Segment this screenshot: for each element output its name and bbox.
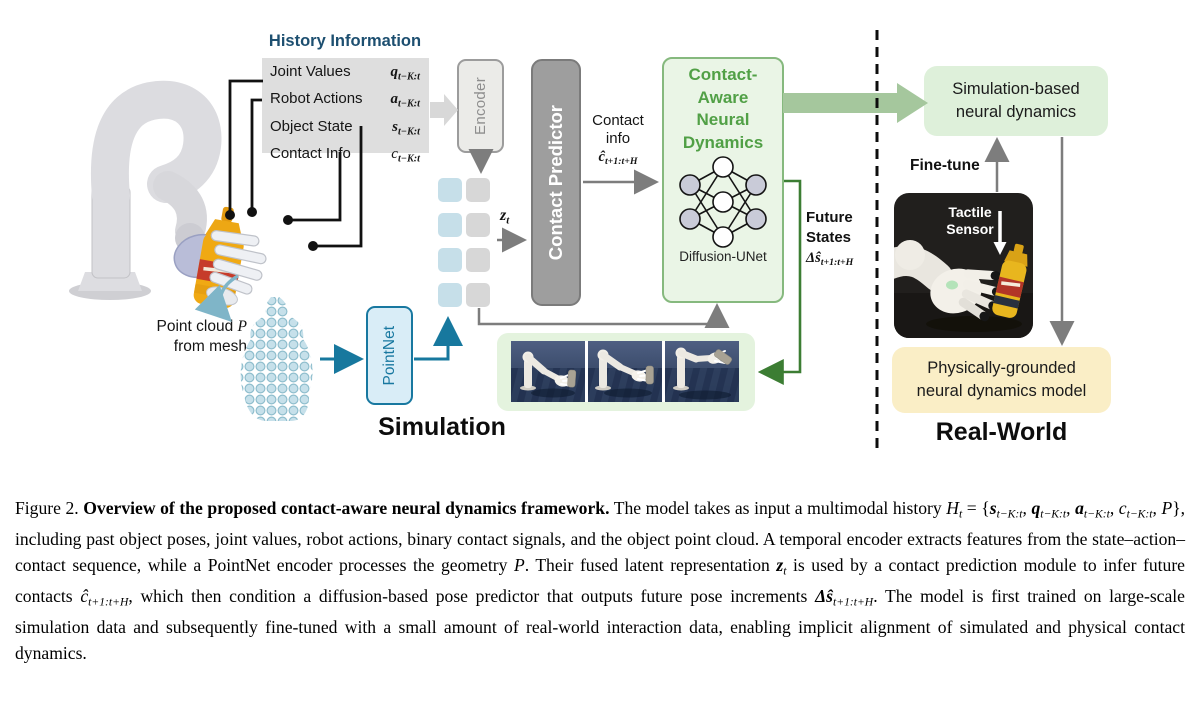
latent-token-gray <box>466 213 490 237</box>
sim-based-line1: Simulation-based <box>952 80 1080 98</box>
contact-predictor-label: Contact Predictor <box>545 104 566 261</box>
real-mustard-bottle <box>992 243 1028 318</box>
tactile-glow <box>946 280 958 290</box>
real-robot-photo: Tactile Sensor <box>894 193 1033 338</box>
sim-frame-2 <box>588 341 662 402</box>
history-row-label: Contact Info <box>270 144 351 162</box>
contact-info-math: ĉt+1:t+H <box>598 149 638 168</box>
latent-to-unet-arrow <box>477 303 730 328</box>
history-row-label: Joint Values <box>270 63 351 80</box>
sim-frame-1 <box>511 341 585 402</box>
future-states-line1: Future <box>806 209 853 226</box>
point-cloud-image <box>233 295 321 425</box>
robot-grasp-render <box>18 46 284 318</box>
cand-title-line: Neural <box>696 110 750 129</box>
history-information-title: History Information <box>268 32 422 50</box>
figure-caption: Figure 2. Overview of the proposed conta… <box>15 498 1186 663</box>
cand-title-line: Contact- <box>688 65 758 84</box>
encoder-label: Encoder <box>472 77 489 135</box>
neural-network-icon <box>679 156 767 248</box>
latent-token-gray <box>466 248 490 272</box>
simulation-frames <box>511 341 739 402</box>
fine-tune-label: Fine-tune <box>910 157 980 174</box>
robot-render-graphic <box>69 80 267 309</box>
future-states-line2: States <box>806 229 852 246</box>
real-robot-photo-graphic: Tactile Sensor <box>894 193 1033 338</box>
latent-token-blue <box>438 248 462 272</box>
latent-token-blue <box>438 213 462 237</box>
contact-info-line1: Contact <box>592 112 644 129</box>
dynamics-to-simbased-arrow <box>783 83 928 123</box>
future-states-math: Δŝt+1:t+H <box>806 250 854 269</box>
cand-title-line: Aware <box>697 87 749 107</box>
tactile-sensor-label-line2: Sensor <box>946 221 994 237</box>
cand-title-line: Dynamics <box>682 132 764 152</box>
pointnet-to-latent-arrow <box>414 316 463 361</box>
sim-based-line2: neural dynamics <box>955 103 1077 121</box>
history-row-contact-info: Contact Info ct−K:t <box>270 143 420 170</box>
latent-token-gray <box>466 283 490 307</box>
tactile-sensor-label-line1: Tactile <box>948 204 992 220</box>
history-to-encoder-arrow <box>430 94 458 126</box>
history-row-math: at−K:t <box>390 91 420 110</box>
history-row-label: Robot Actions <box>270 90 363 108</box>
future-states-label: Future States Δŝt+1:t+H <box>806 208 904 273</box>
contact-aware-neural-dynamics-box: Contact- Aware Neural Dynamics Diffusion… <box>662 57 784 303</box>
point-cloud-label-line1: Point cloud P <box>156 318 247 335</box>
latent-token-blue <box>438 283 462 307</box>
contact-info-label: Contact info ĉt+1:t+H <box>582 112 654 171</box>
sim-frame-3 <box>665 341 739 402</box>
history-information-box: Joint Values qt−K:t Robot Actions at−K:t… <box>262 58 429 164</box>
simulation-frames-strip <box>497 333 755 411</box>
physically-grounded-box: Physically-grounded neural dynamics mode… <box>892 347 1111 413</box>
history-row-robot-actions: Robot Actions at−K:t <box>270 88 420 115</box>
grounded-line2: neural dynamics model <box>916 382 1087 400</box>
encoder-box: Encoder <box>457 59 504 153</box>
point-cloud-label: Point cloud P from mesh <box>112 317 247 357</box>
contact-predictor-box: Contact Predictor <box>531 59 581 306</box>
latent-token-blue <box>438 178 462 202</box>
simulation-based-dynamics-box: Simulation-based neural dynamics <box>924 66 1108 136</box>
contact-info-line2: info <box>605 130 631 147</box>
grounded-line1: Physically-grounded <box>927 359 1076 377</box>
history-row-math: qt−K:t <box>390 64 420 83</box>
history-row-math: st−K:t <box>392 118 420 137</box>
simulation-heading: Simulation <box>378 413 506 441</box>
cand-title: Contact- Aware Neural Dynamics <box>683 59 763 154</box>
latent-token-gray <box>466 178 490 202</box>
pointnet-box: PointNet <box>366 306 413 405</box>
diffusion-unet-label: Diffusion-UNet <box>679 249 767 264</box>
history-row-object-state: Object State st−K:t <box>270 116 420 143</box>
history-row-joint-values: Joint Values qt−K:t <box>270 61 420 88</box>
history-row-label: Object State <box>270 117 353 135</box>
tactile-pointer-arrow <box>993 211 1007 255</box>
pointnet-label: PointNet <box>380 325 398 386</box>
real-world-heading: Real-World <box>935 418 1068 446</box>
latent-z-label: zt <box>500 207 510 227</box>
point-cloud-label-line2: from mesh <box>173 338 247 355</box>
history-row-math: ct−K:t <box>391 145 420 164</box>
real-fingers <box>958 269 1002 322</box>
